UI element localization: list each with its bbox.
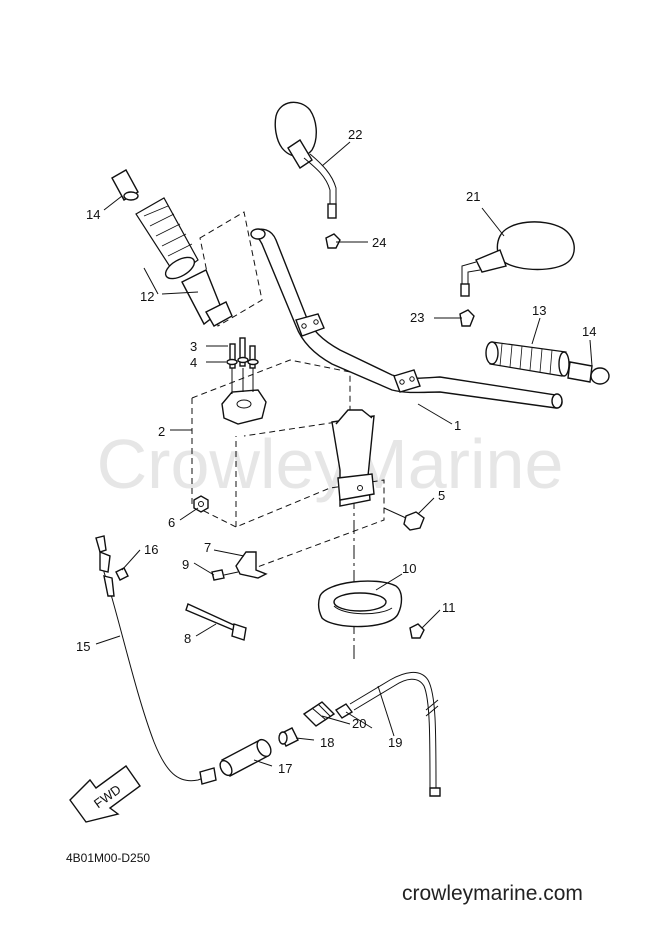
diagram-code: 4B01M00-D250 (66, 851, 150, 865)
cable-tie-8 (185, 603, 247, 641)
throttle-cable (95, 535, 217, 785)
callout-4: 4 (190, 355, 197, 370)
leader-lines (95, 141, 593, 767)
callout-14-left: 14 (86, 207, 100, 222)
callout-7: 7 (204, 540, 211, 555)
callout-3: 3 (190, 339, 197, 354)
callout-9: 9 (182, 557, 189, 572)
callout-8: 8 (184, 631, 191, 646)
fwd-arrow: FWD (69, 765, 141, 823)
grip-end-left (111, 169, 139, 201)
callout-18: 18 (320, 735, 334, 750)
site-url: crowleymarine.com (402, 882, 583, 905)
guide-20 (302, 701, 354, 727)
bolt-11 (409, 623, 425, 639)
callout-6: 6 (168, 515, 175, 530)
throttle-grip (219, 738, 272, 777)
mirror-left (274, 101, 341, 249)
handle-holder (221, 337, 267, 425)
left-grip (135, 197, 263, 327)
callout-12: 12 (140, 289, 154, 304)
mirror-right (459, 221, 575, 327)
handlebar (250, 228, 563, 409)
callout-15: 15 (76, 639, 90, 654)
callout-24: 24 (372, 235, 386, 250)
callout-21: 21 (466, 189, 480, 204)
callout-10: 10 (402, 561, 416, 576)
callouts: 1 2 3 4 5 6 7 9 8 10 11 12 13 14 14 15 1… (76, 127, 596, 776)
callout-17: 17 (278, 761, 292, 776)
collar-18 (278, 727, 299, 747)
callout-11: 11 (442, 600, 456, 615)
bracket-7 (211, 551, 268, 581)
right-grip (485, 341, 570, 377)
callout-13: 13 (532, 303, 546, 318)
callout-2: 2 (158, 424, 165, 439)
callout-1: 1 (454, 418, 461, 433)
callout-20: 20 (352, 716, 366, 731)
grip-end-right (567, 361, 610, 385)
callout-19: 19 (388, 735, 402, 750)
watermark: CrowleyMarine (97, 425, 564, 503)
bolt-5 (383, 507, 425, 531)
callout-5: 5 (438, 488, 445, 503)
steering-column (331, 409, 375, 507)
callout-16: 16 (144, 542, 158, 557)
callout-14-right: 14 (582, 324, 596, 339)
cover-10 (317, 580, 403, 628)
cable-19 (349, 672, 441, 797)
callout-23: 23 (410, 310, 424, 325)
callout-22: 22 (348, 127, 362, 142)
